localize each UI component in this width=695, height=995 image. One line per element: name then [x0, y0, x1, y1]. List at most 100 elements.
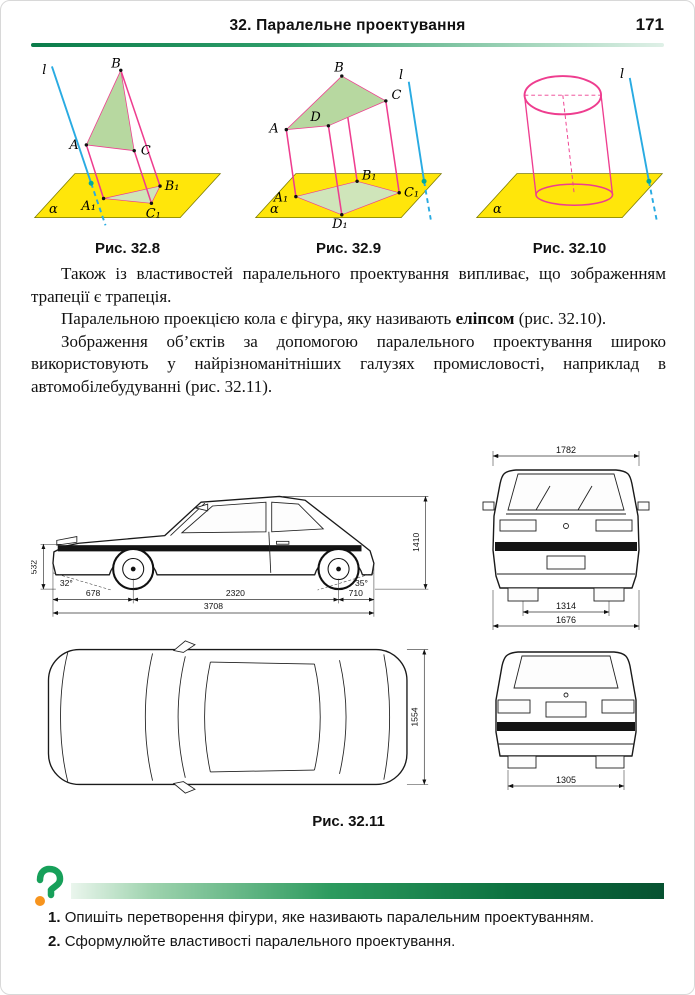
wiper-left: [535, 485, 551, 511]
windshield-base: [177, 656, 186, 778]
paragraph-2-ref: (рис. 32.10).: [514, 309, 607, 329]
label-l: l: [620, 67, 624, 82]
question-1: 1. Опишіть перетворення фігури, яке нази…: [48, 909, 666, 926]
dim-rear-overhang: 710: [349, 588, 364, 598]
car-rear-view: 1305: [495, 651, 637, 790]
term-ellipse: еліпсом: [455, 309, 515, 329]
car-row-1: 678 2320 710 3708 532 1410 32°: [31, 444, 666, 634]
brand-badge: [563, 523, 569, 529]
line-l: [407, 81, 432, 220]
page-header: 32. Паралельне проектування 171: [31, 15, 664, 39]
question-2-text: Сформулюйте властивості паралельного про…: [64, 933, 456, 950]
figure-32-9-drawing: l α A B C D A₁ B₁ C₁ D₁: [254, 60, 443, 232]
chapter-title: 32. Паралельне проектування: [229, 17, 466, 34]
mirror-left: [482, 501, 495, 511]
page-number: 171: [635, 15, 664, 34]
front-wheel: [112, 547, 155, 591]
dim-departure-angle: 35°: [355, 578, 368, 588]
windshield: [507, 473, 625, 511]
orange-dot: [35, 896, 45, 906]
side-mirror: [193, 503, 209, 512]
point-dots: [284, 74, 401, 217]
dim-width: 1554: [410, 707, 420, 726]
label-C: C: [141, 144, 151, 159]
taillight-left: [497, 699, 531, 714]
dim-overall-width: 1782: [556, 445, 576, 455]
point-dots: [84, 68, 162, 206]
dim-wheelbase: 2320: [226, 588, 245, 598]
label-A1: A₁: [273, 190, 289, 205]
front-wheel-left: [507, 587, 539, 602]
top-dimensions: 1554: [406, 649, 429, 785]
label-l: l: [42, 63, 46, 78]
figure-32-11: 678 2320 710 3708 532 1410 32°: [31, 444, 666, 830]
paragraph-3-text: Зображення об’єктів за допомогою паралел…: [31, 331, 666, 397]
label-l: l: [399, 68, 403, 83]
question-mark-glyph: [35, 865, 64, 906]
dim-bumper-height: 532: [31, 560, 39, 575]
rear-window: [513, 655, 619, 689]
cylinder-projection: [523, 75, 614, 206]
license-plate: [545, 701, 587, 718]
label-B1: B₁: [361, 168, 377, 183]
figure-caption: Рис. 32.9: [315, 240, 382, 257]
projection-rays: [85, 70, 161, 204]
paragraph-2-text: Паралельною проекцією кола є фігура, яку…: [61, 309, 456, 329]
figure-32-9: l α A B C D A₁ B₁ C₁ D₁ Рис. 32.9: [246, 55, 451, 257]
trunk-line: [383, 654, 391, 780]
label-alpha: α: [49, 202, 58, 217]
rear-wheel-left: [507, 755, 537, 769]
figure-32-10-drawing: l α: [475, 67, 664, 220]
label-alpha: α: [270, 202, 279, 217]
figure-caption: Рис. 32.11: [312, 813, 385, 830]
front-wheel-right: [593, 587, 625, 602]
door-window: [180, 501, 267, 534]
question-2: 2. Сформулюйте властивості паралельного …: [48, 933, 666, 950]
car-row-2: 1554 1305: [31, 638, 666, 803]
label-C: C: [392, 88, 402, 103]
mirror-right: [637, 501, 650, 511]
figure-32-10: l α Рис. 32.10: [467, 55, 672, 257]
question-1-number: 1.: [48, 909, 61, 926]
triangle-abc: [85, 69, 135, 152]
dim-height: 1410: [411, 533, 421, 552]
car-side-view: 678 2320 710 3708 532 1410 32°: [31, 495, 429, 617]
mirror-top: [172, 640, 196, 653]
front-bumper-stripe: [495, 542, 637, 551]
dim-front-overhang: 678: [86, 588, 101, 598]
paragraph-1-text: Також із властивостей паралельного проек…: [31, 264, 666, 306]
figure-caption: Рис. 32.8: [94, 240, 161, 257]
body-text: Також із властивостей паралельного проек…: [31, 263, 666, 399]
side-details: [56, 501, 325, 573]
question-1-text: Опишіть перетворення фігури, яке називаю…: [64, 909, 594, 926]
rear-window-front: [314, 663, 321, 771]
label-D: D: [309, 110, 321, 125]
line-l: [51, 66, 107, 226]
dim-rear-track: 1305: [556, 775, 576, 785]
figure-32-8: l α B A C A₁ B₁ C₁ Рис. 32.8: [25, 55, 230, 257]
car-top-view: 1554: [47, 640, 429, 794]
door-handle: [276, 540, 290, 545]
mirror-bottom: [172, 781, 196, 794]
door-seam: [268, 531, 272, 573]
rear-dimensions: 1305: [507, 770, 625, 790]
trapezoid-abcd: [285, 75, 387, 131]
rear-bumper-stripe: [497, 722, 635, 731]
figure-32-8-drawing: l α B A C A₁ B₁ C₁: [33, 56, 222, 226]
paragraph-3: Зображення об’єктів за допомогою паралел…: [31, 331, 666, 399]
dim-track: 1314: [556, 601, 576, 611]
brand-badge: [563, 692, 569, 698]
wiper-right: [577, 485, 593, 511]
label-D1: D₁: [331, 217, 348, 232]
figure-caption: Рис. 32.10: [532, 240, 607, 257]
header-rule: [31, 43, 664, 47]
label-B1: B₁: [164, 179, 180, 194]
plane-alpha: [475, 173, 664, 219]
side-moulding-stripe: [57, 545, 362, 552]
car-front-view: 1782 1314 1676: [482, 445, 650, 630]
quarter-window: [271, 501, 325, 533]
roof-side-top: [210, 661, 315, 665]
dim-approach-angle: 32°: [60, 578, 73, 588]
license-plate: [546, 555, 586, 570]
